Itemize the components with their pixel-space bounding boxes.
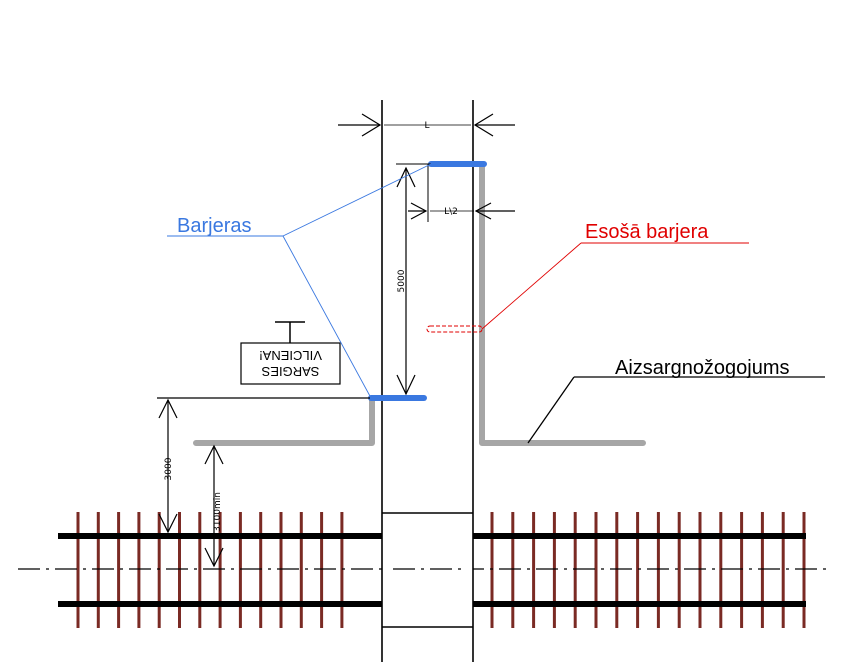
label-barriers: Barjeras	[177, 215, 251, 237]
fence-right	[479, 163, 646, 446]
label-existing-barrier: Esošā barjera	[585, 221, 709, 243]
dim-road-width	[338, 113, 515, 137]
fence-left	[193, 395, 375, 446]
label-protective-fence: Aizsargnožogojums	[615, 357, 790, 379]
dim-fence-min	[204, 444, 224, 568]
sign-line-1: SARGIES	[261, 364, 319, 379]
leader-protective-fence	[527, 376, 575, 444]
dim-barrier-spacing-label: 5000	[397, 269, 407, 292]
dim-half-width-label: L\2	[444, 207, 458, 217]
dim-barrier-spacing	[396, 163, 431, 396]
dim-road-width-label: L	[424, 121, 429, 131]
sign-line-2: VILCIENA!	[259, 348, 322, 363]
dim-barrier-offset-label: 3000	[164, 457, 174, 480]
dim-half-width	[408, 164, 515, 222]
leader-barrier-upper	[282, 163, 432, 237]
crossing-deck	[382, 513, 473, 627]
sleepers	[76, 512, 806, 628]
warning-sign: SARGIES VILCIENA!	[240, 321, 341, 385]
leader-existing-barrier	[481, 242, 582, 330]
dim-barrier-offset	[157, 397, 370, 534]
dim-fence-min-label: 3100min	[213, 492, 223, 532]
existing-barrier-mark	[426, 325, 483, 333]
leader-barrier-lower	[282, 235, 372, 399]
